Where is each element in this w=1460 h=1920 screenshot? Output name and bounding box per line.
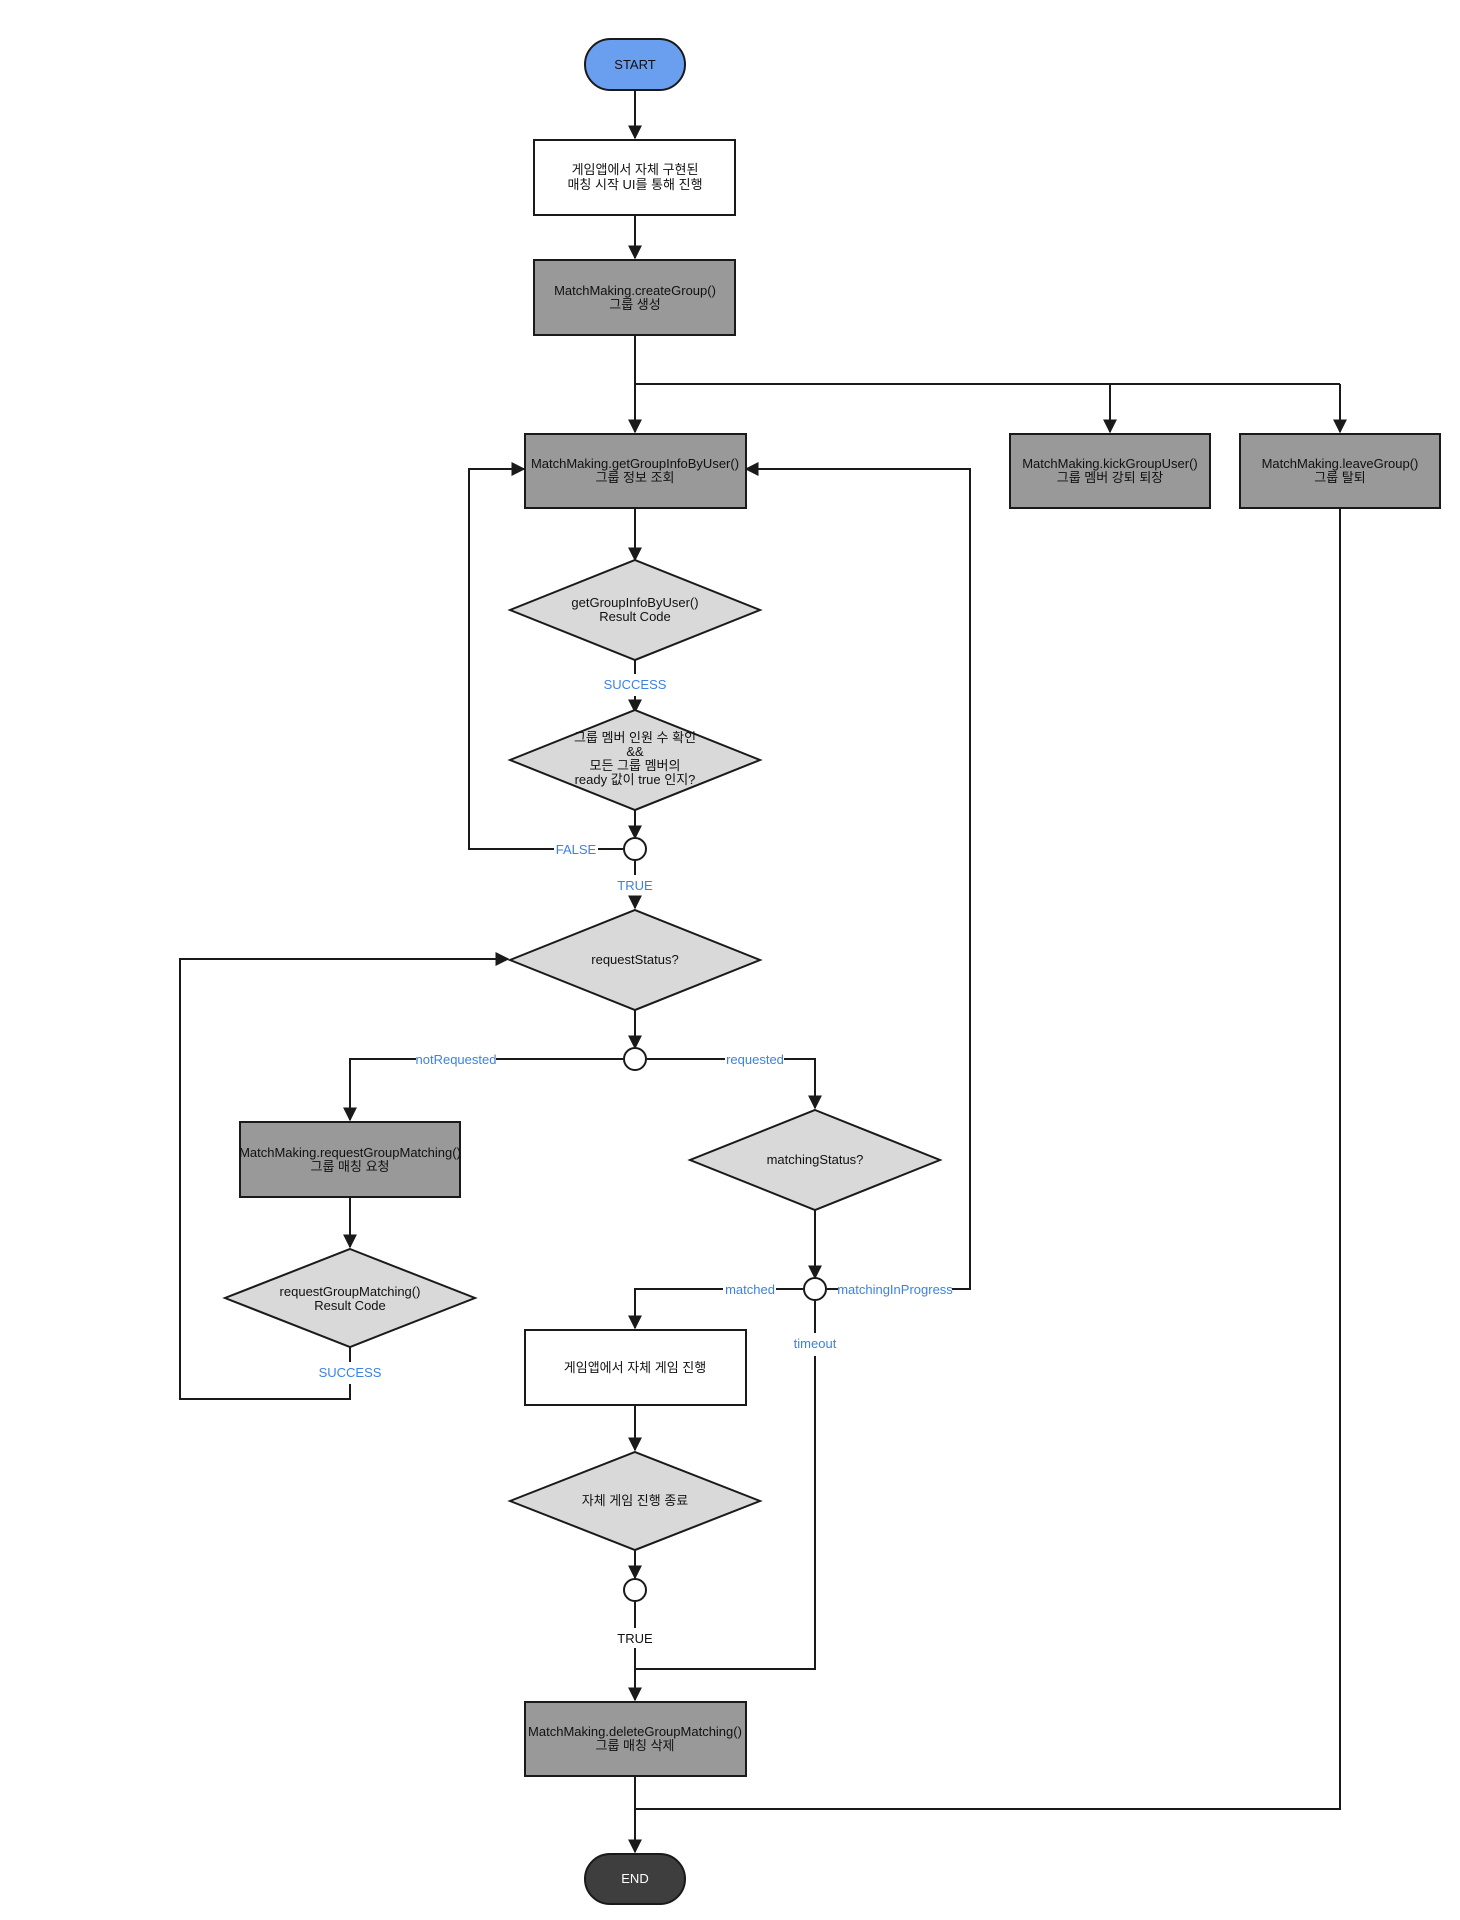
request-result-label-line-2: Result Code	[314, 1298, 386, 1313]
junction-ready	[623, 837, 647, 861]
ready-check-label-line-2: &&	[626, 744, 644, 759]
edge-label-matched: matched	[725, 1282, 775, 1297]
ready-check-label-line-4: ready 값이 true 인지?	[575, 772, 696, 787]
get-group-info-label-line-1: MatchMaking.getGroupInfoByUser()	[531, 456, 739, 471]
ui-start-box	[533, 139, 736, 216]
request-group-matching-label-line-2: 그룹 매칭 요청	[311, 1159, 390, 1174]
edge-false-loop	[468, 462, 554, 850]
kick-group-user-box	[1009, 433, 1211, 509]
leave-group-node: MatchMaking.leaveGroup() 그룹 탈퇴	[1239, 433, 1441, 509]
ui-start-node: 게임앱에서 자체 구현된 매칭 시작 UI를 통해 진행	[533, 139, 736, 216]
game-end-diamond	[507, 1450, 763, 1552]
end-terminal-shape	[584, 1853, 686, 1905]
get-group-info-node: MatchMaking.getGroupInfoByUser() 그룹 정보 조…	[524, 433, 747, 509]
ui-start-label-line-1: 게임앱에서 자체 구현된	[572, 162, 699, 177]
edge-success-2-loop-b	[179, 952, 510, 1400]
group-info-result-label-line-2: Result Code	[599, 609, 671, 624]
request-result-label-line-1: requestGroupMatching()	[280, 1284, 421, 1299]
leave-group-label-line-1: MatchMaking.leaveGroup()	[1262, 456, 1419, 471]
edge-label-not-requested: notRequested	[416, 1052, 497, 1067]
leave-group-box	[1239, 433, 1441, 509]
create-group-box	[533, 259, 736, 336]
edge-label-requested: requested	[726, 1052, 784, 1067]
delete-group-matching-label-line-1: MatchMaking.deleteGroupMatching()	[528, 1724, 742, 1739]
start-node: START	[584, 38, 686, 91]
request-status-label: requestStatus?	[591, 952, 678, 967]
ready-check-decision: 그룹 멤버 인원 수 확인 && 모든 그룹 멤버의 ready 값이 true…	[507, 708, 763, 812]
create-group-label-line-2: 그룹 생성	[609, 297, 660, 312]
in-game-node: 게임앱에서 자체 게임 진행	[524, 1329, 747, 1406]
edge-label-success-2: SUCCESS	[319, 1365, 382, 1380]
request-status-decision: requestStatus?	[507, 908, 763, 1012]
get-group-info-label-line-2: 그룹 정보 조회	[596, 470, 675, 485]
start-terminal-shape	[584, 38, 686, 91]
request-status-diamond	[507, 908, 763, 1012]
delete-group-matching-box	[524, 1701, 747, 1777]
end-node: END	[584, 1853, 686, 1905]
leave-group-label-line-2: 그룹 탈퇴	[1314, 470, 1365, 485]
edge-timeout-b	[635, 1356, 816, 1670]
group-info-result-label-line-1: getGroupInfoByUser()	[571, 595, 698, 610]
group-info-result-diamond	[507, 558, 763, 662]
edge-label-timeout: timeout	[794, 1336, 837, 1351]
in-game-box	[524, 1329, 747, 1406]
edge-requested-b	[784, 1058, 822, 1110]
ready-check-label-line-1: 그룹 멤버 인원 수 확인	[574, 730, 696, 745]
edges	[179, 90, 1347, 1854]
ready-check-label-line-3: 모든 그룹 멤버의	[590, 758, 681, 773]
request-result-diamond	[222, 1247, 478, 1349]
kick-group-user-label-line-2: 그룹 멤버 강퇴 퇴장	[1057, 470, 1164, 485]
request-group-matching-label-line-1: MatchMaking.requestGroupMatching()	[239, 1145, 461, 1160]
group-info-result-decision: getGroupInfoByUser() Result Code	[507, 558, 763, 662]
create-group-label-line-1: MatchMaking.createGroup()	[554, 283, 716, 298]
edge-leave-group-to-end	[635, 508, 1341, 1810]
matching-status-diamond	[687, 1108, 943, 1212]
game-end-decision: 자체 게임 진행 종료	[507, 1450, 763, 1552]
delete-group-matching-label-line-2: 그룹 매칭 삭제	[596, 1738, 675, 1753]
kick-group-user-label-line-1: MatchMaking.kickGroupUser()	[1022, 456, 1198, 471]
edge-label-true-1: TRUE	[617, 878, 653, 893]
edge-label-matching-in-progress: matchingInProgress	[837, 1282, 953, 1297]
edge-label-false: FALSE	[556, 842, 597, 857]
edge-label-success-1: SUCCESS	[604, 677, 667, 692]
in-game-label: 게임앱에서 자체 게임 진행	[564, 1360, 706, 1375]
kick-group-user-node: MatchMaking.kickGroupUser() 그룹 멤버 강퇴 퇴장	[1009, 433, 1211, 509]
end-label: END	[621, 1871, 648, 1886]
request-group-matching-box	[239, 1121, 461, 1198]
request-result-decision: requestGroupMatching() Result Code	[222, 1247, 478, 1349]
matching-status-decision: matchingStatus?	[687, 1108, 943, 1212]
matching-status-label: matchingStatus?	[767, 1152, 864, 1167]
junction-matching-status	[803, 1277, 827, 1301]
edge-in-progress-b	[744, 462, 971, 1290]
delete-group-matching-node: MatchMaking.deleteGroupMatching() 그룹 매칭 …	[524, 1701, 747, 1777]
edge-not-requested-b	[343, 1058, 416, 1122]
request-group-matching-node: MatchMaking.requestGroupMatching() 그룹 매칭…	[239, 1121, 461, 1198]
create-group-node: MatchMaking.createGroup() 그룹 생성	[533, 259, 736, 336]
junction-game-end	[623, 1578, 647, 1602]
get-group-info-box	[524, 433, 747, 509]
ready-check-diamond	[507, 708, 763, 812]
ui-start-label-line-2: 매칭 시작 UI를 통해 진행	[567, 177, 702, 192]
edge-matched-b	[628, 1288, 723, 1330]
junction-request-status	[623, 1047, 647, 1071]
game-end-label: 자체 게임 진행 종료	[582, 1493, 689, 1508]
edge-label-true-2: TRUE	[617, 1631, 653, 1646]
start-label: START	[614, 57, 655, 72]
